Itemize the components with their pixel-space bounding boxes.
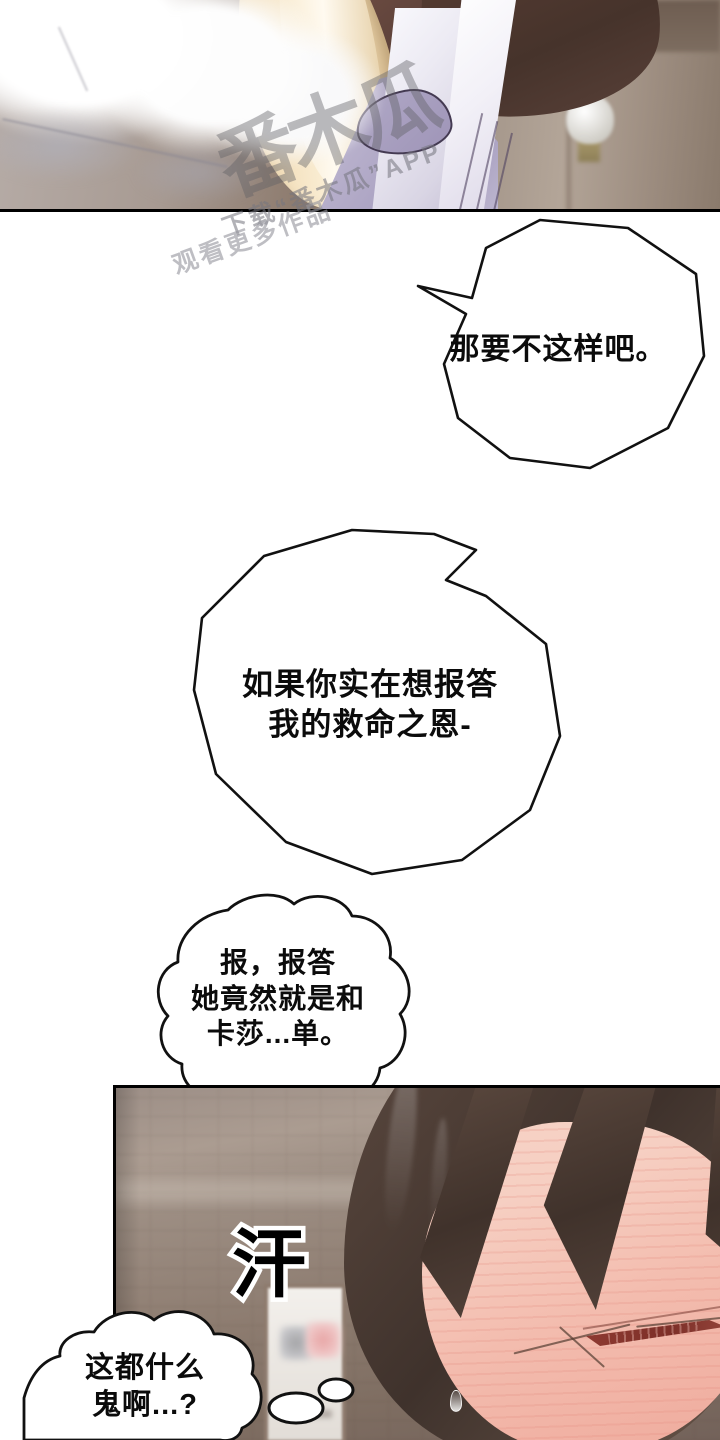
thought-bubble-2[interactable]: 这都什么 鬼啊...?: [22, 1302, 292, 1440]
poster-pink-blob: [306, 1322, 340, 1358]
top-cloth-shadow: [0, 96, 310, 209]
panel-top: [0, 0, 720, 212]
sfx-sweat-text: 汗: [228, 1223, 311, 1306]
sweat-drop-icon: [450, 1390, 462, 1412]
thought-trail-2: [267, 1377, 355, 1425]
speech-bubble-2[interactable]: 如果你实在想报答 我的救命之恩-: [168, 522, 572, 882]
panel-bottom: [113, 1085, 720, 1440]
speech-bubble-1[interactable]: 那要不这样吧。: [400, 206, 716, 472]
